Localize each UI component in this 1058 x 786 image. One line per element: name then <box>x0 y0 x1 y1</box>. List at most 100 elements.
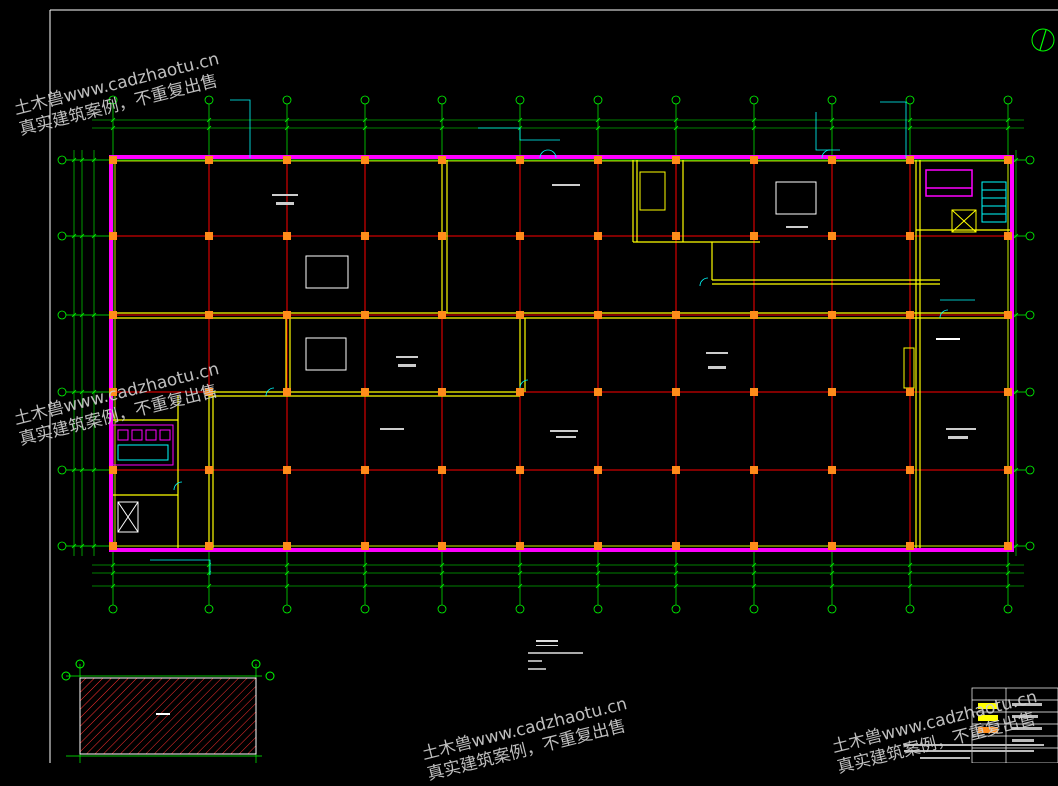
structural-column <box>438 232 446 240</box>
structural-column <box>283 156 291 164</box>
grid-axis-bubble <box>360 95 370 105</box>
grid-axes <box>57 95 1035 614</box>
structural-column <box>361 156 369 164</box>
grid-axis-bubble <box>57 231 67 241</box>
structural-column <box>672 156 680 164</box>
dimension-lines <box>71 117 1024 589</box>
structural-column <box>516 232 524 240</box>
structural-column <box>361 542 369 550</box>
structural-columns <box>109 156 1012 550</box>
structural-column <box>283 311 291 319</box>
structural-column <box>750 156 758 164</box>
structural-column <box>1004 232 1012 240</box>
structural-column <box>672 388 680 396</box>
structural-column <box>906 466 914 474</box>
grid-axis-bubble <box>204 604 214 614</box>
grid-axis-bubble <box>515 604 525 614</box>
grid-axis-bubble <box>57 310 67 320</box>
structural-column <box>828 232 836 240</box>
grid-axis-bubble <box>515 95 525 105</box>
grid-axis-bubble <box>437 604 447 614</box>
structural-column <box>205 311 213 319</box>
structural-column <box>828 156 836 164</box>
utility-room <box>925 169 973 197</box>
grid-axis-bubble <box>282 95 292 105</box>
structural-column <box>283 542 291 550</box>
grid-axis-bubble <box>1025 541 1035 551</box>
grid-axis-bubble <box>1025 231 1035 241</box>
structural-column <box>205 542 213 550</box>
grid-axis-bubble <box>1003 95 1013 105</box>
structural-column <box>1004 466 1012 474</box>
drawing-frame <box>49 9 1058 763</box>
grid-axis-bubble <box>1025 387 1035 397</box>
structural-column <box>828 466 836 474</box>
structural-column <box>750 542 758 550</box>
structural-column <box>906 542 914 550</box>
structural-beams <box>115 162 1008 546</box>
room-labels <box>272 184 976 439</box>
structural-column <box>109 466 117 474</box>
grid-axis-bubble <box>108 604 118 614</box>
north-arrow-icon <box>1031 28 1055 52</box>
plan-caption <box>528 640 583 670</box>
structural-column <box>205 156 213 164</box>
structural-column <box>672 311 680 319</box>
structural-column <box>438 156 446 164</box>
structural-column <box>516 388 524 396</box>
structural-column <box>906 156 914 164</box>
structural-column <box>1004 388 1012 396</box>
toilet-block <box>112 424 174 466</box>
structural-column <box>1004 311 1012 319</box>
structural-column <box>672 232 680 240</box>
grid-axis-bubble <box>57 387 67 397</box>
hatch-pattern-icon <box>79 677 257 755</box>
grid-axis-bubble <box>827 604 837 614</box>
structural-column <box>109 542 117 550</box>
structural-column <box>283 388 291 396</box>
grid-axis-bubble <box>749 604 759 614</box>
structural-column <box>594 156 602 164</box>
structural-column <box>594 232 602 240</box>
structural-column <box>438 466 446 474</box>
grid-axis-bubble <box>671 95 681 105</box>
floor-plan-drawing <box>49 9 1058 764</box>
structural-column <box>594 466 602 474</box>
structural-column <box>906 388 914 396</box>
structural-column <box>438 311 446 319</box>
structural-column <box>438 542 446 550</box>
structural-column <box>283 232 291 240</box>
structural-column <box>1004 156 1012 164</box>
grid-axis-bubble <box>437 95 447 105</box>
grid-axis-bubble <box>1025 310 1035 320</box>
grid-axis-bubble <box>360 604 370 614</box>
grid-axis-bubble <box>1003 604 1013 614</box>
structural-column <box>906 232 914 240</box>
structural-column <box>205 232 213 240</box>
grid-axis-bubble <box>593 95 603 105</box>
structural-column <box>361 232 369 240</box>
grid-axis-bubble <box>827 95 837 105</box>
grid-axis-bubble <box>57 541 67 551</box>
grid-axis-bubble <box>57 155 67 165</box>
structural-column <box>750 388 758 396</box>
structural-column <box>361 466 369 474</box>
key-plan <box>61 659 275 763</box>
grid-axis-bubble <box>671 604 681 614</box>
grid-axis-bubble <box>1025 155 1035 165</box>
structural-column <box>109 388 117 396</box>
structural-column <box>594 311 602 319</box>
structural-column <box>828 388 836 396</box>
structural-column <box>828 542 836 550</box>
structural-column <box>750 466 758 474</box>
structural-column <box>516 466 524 474</box>
structural-column <box>516 542 524 550</box>
stair-icon <box>117 181 1007 533</box>
structural-column <box>750 311 758 319</box>
structural-column <box>109 311 117 319</box>
structural-column <box>906 311 914 319</box>
structural-column <box>438 388 446 396</box>
notes-strip <box>904 744 1044 759</box>
structural-column <box>283 466 291 474</box>
grid-axis-bubble <box>57 465 67 475</box>
